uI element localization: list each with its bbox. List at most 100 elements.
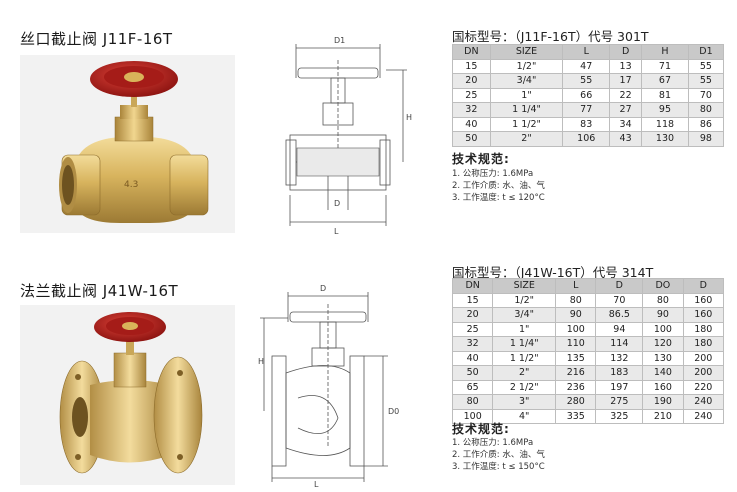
table-cell: 98 (687, 131, 725, 147)
table-cell: 160 (682, 307, 725, 323)
table-cell: 106 (562, 131, 611, 147)
table-cell: 100 (451, 408, 494, 424)
table-cell: 80 (687, 102, 725, 118)
table-cell: 1/2" (492, 292, 557, 308)
table-cell: 20 (451, 307, 494, 323)
column-header: D (682, 278, 725, 294)
table-cell: 15 (452, 58, 491, 74)
table-cell: 140 (642, 365, 684, 381)
table-cell: 110 (555, 336, 597, 352)
dim-label-h: H (406, 113, 412, 122)
table-cell: 200 (682, 350, 725, 366)
table-cell: 2 1/2" (492, 379, 557, 395)
table-cell: 13 (609, 58, 643, 74)
table-cell: 3" (492, 394, 557, 410)
table-cell: 70 (687, 87, 725, 103)
table-cell: 95 (641, 102, 689, 118)
dim-label-d1: D1 (334, 36, 345, 45)
table-cell: 130 (642, 350, 684, 366)
table-cell: 325 (595, 408, 644, 424)
table-cell: 80 (642, 292, 684, 308)
table-cell: 4" (492, 408, 557, 424)
table-cell: 50 (451, 365, 494, 381)
table-cell: 114 (595, 336, 644, 352)
column-header: SIZE (489, 44, 564, 60)
table-cell: 20 (452, 73, 491, 89)
table-cell: 34 (609, 116, 643, 132)
threaded-valve-photo: 4.3 (20, 55, 235, 233)
table-cell: 15 (451, 292, 494, 308)
table-cell: 1/2" (489, 58, 564, 74)
table-cell: 86 (687, 116, 725, 132)
table-cell: 132 (595, 350, 644, 366)
table-cell: 25 (452, 87, 491, 103)
table-cell: 65 (451, 379, 494, 395)
table-cell: 77 (562, 102, 611, 118)
table-cell: 32 (451, 336, 494, 352)
column-header: H (641, 44, 689, 60)
flanged-valve-photo (20, 305, 235, 485)
tech-item-temperature: 3. 工作温度: t ≤ 120°C (452, 193, 545, 203)
table-cell: 240 (682, 394, 725, 410)
table-cell: 55 (562, 73, 611, 89)
table-cell: 200 (682, 365, 725, 381)
table-cell: 216 (555, 365, 597, 381)
table-cell: 1 1/2" (492, 350, 557, 366)
table-header-row: DN SIZE L D H D1 (452, 44, 725, 60)
table-cell: 83 (562, 116, 611, 132)
table-cell: 1 1/2" (489, 116, 564, 132)
dim-label-d0: D0 (388, 407, 399, 416)
table-cell: 135 (555, 350, 597, 366)
table-cell: 86.5 (595, 307, 644, 323)
table-cell: 55 (687, 58, 725, 74)
table-header-row: DN SIZE L D DO D (451, 278, 725, 294)
table-cell: 90 (555, 307, 597, 323)
table-cell: 50 (452, 131, 491, 147)
column-header: L (562, 44, 611, 60)
column-header: D (609, 44, 643, 60)
table-cell: 197 (595, 379, 644, 395)
tech-item-temperature: 3. 工作温度: t ≤ 150°C (452, 462, 545, 472)
tech-item-pressure: 1. 公称压力: 1.6MPa (452, 169, 534, 179)
table-cell: 67 (641, 73, 689, 89)
flanged-valve-drawing: D H D0 L (258, 278, 428, 489)
table-cell: 280 (555, 394, 597, 410)
table-cell: 160 (682, 292, 725, 308)
table-cell: 1 1/4" (489, 102, 564, 118)
table-cell: 120 (642, 336, 684, 352)
product-2-title: 法兰截止阀 J41W-16T (20, 282, 179, 300)
column-header: DN (452, 44, 491, 60)
tech-item-medium: 2. 工作介质: 水、油、气 (452, 450, 545, 460)
column-header: L (555, 278, 597, 294)
column-header: D (595, 278, 644, 294)
product-1-title: 丝口截止阀 J11F-16T (20, 30, 173, 48)
table-cell: 183 (595, 365, 644, 381)
svg-text:4.3: 4.3 (124, 180, 138, 190)
table-cell: 80 (555, 292, 597, 308)
column-header: SIZE (492, 278, 557, 294)
table-cell: 27 (609, 102, 643, 118)
table-cell: 275 (595, 394, 644, 410)
table-cell: 43 (609, 131, 643, 147)
product-1-tech-title: 技术规范: (452, 152, 510, 166)
table-cell: 220 (682, 379, 725, 395)
table-cell: 94 (595, 321, 644, 337)
table-cell: 3/4" (492, 307, 557, 323)
table-cell: 2" (489, 131, 564, 147)
table-cell: 180 (682, 321, 725, 337)
table-cell: 66 (562, 87, 611, 103)
table-cell: 1" (489, 87, 564, 103)
table-cell: 100 (555, 321, 597, 337)
table-cell: 130 (641, 131, 689, 147)
table-cell: 80 (451, 394, 494, 410)
table-cell: 160 (642, 379, 684, 395)
